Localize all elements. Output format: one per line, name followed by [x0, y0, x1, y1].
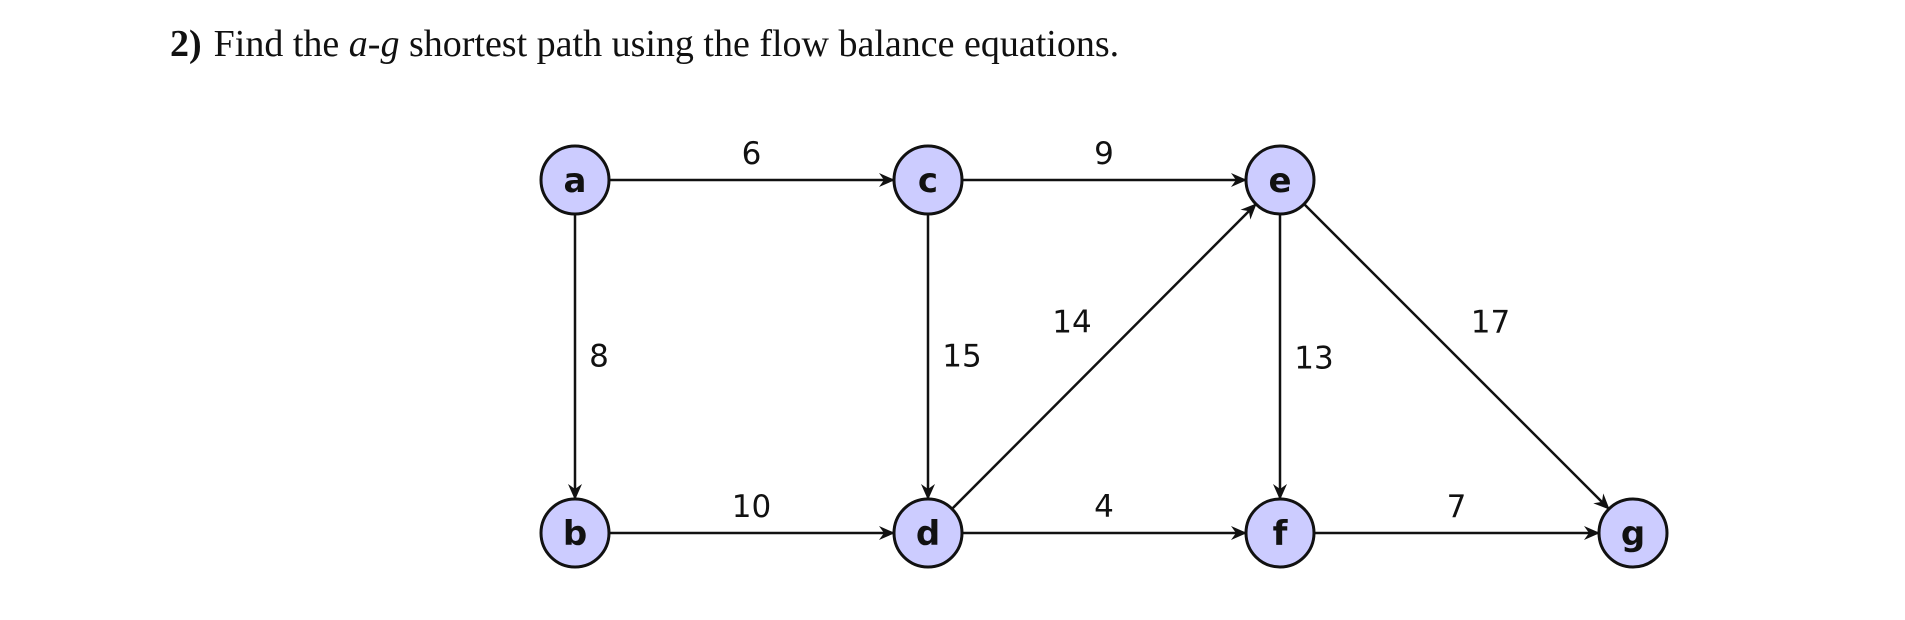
node-e: e	[1244, 144, 1316, 216]
node-circle-a	[539, 144, 611, 216]
edge-weight-d-e: 14	[1052, 305, 1091, 341]
node-a: a	[539, 144, 611, 216]
node-circle-b	[539, 497, 611, 569]
var-a: a	[348, 23, 368, 65]
node-circle-f	[1244, 497, 1316, 569]
edge-weight-e-g: 17	[1471, 305, 1510, 341]
node-label-a: a	[564, 161, 587, 201]
problem-text-after: shortest path using the flow balance equ…	[399, 23, 1120, 65]
edge-weight-a-b: 8	[589, 339, 609, 375]
problem-number: 2)	[170, 23, 202, 65]
node-f: f	[1244, 497, 1316, 569]
edge-weight-c-d: 15	[942, 339, 981, 375]
node-g: g	[1597, 497, 1669, 569]
edge-weight-c-e: 9	[1094, 136, 1114, 172]
node-circle-g	[1597, 497, 1669, 569]
node-d: d	[892, 497, 964, 569]
node-c: c	[892, 144, 964, 216]
node-circle-e	[1244, 144, 1316, 216]
edge-d-e	[951, 203, 1257, 510]
node-label-b: b	[563, 514, 587, 554]
problem-statement: 2) Find the a-g shortest path using the f…	[170, 22, 1119, 66]
node-label-c: c	[918, 161, 938, 201]
dash: -	[367, 23, 381, 65]
problem-text-before: Find the	[213, 23, 349, 65]
edge-weight-b-d: 10	[732, 489, 771, 525]
var-g: g	[380, 23, 400, 65]
edge-weight-d-f: 4	[1094, 489, 1114, 525]
node-circle-d	[892, 497, 964, 569]
node-circle-c	[892, 144, 964, 216]
node-label-d: d	[916, 514, 940, 554]
node-label-g: g	[1621, 514, 1645, 554]
node-label-f: f	[1273, 514, 1289, 554]
edge-weight-a-c: 6	[742, 136, 762, 172]
node-label-e: e	[1268, 161, 1291, 201]
edge-e-g	[1303, 203, 1610, 510]
edge-weight-f-g: 7	[1447, 489, 1467, 525]
edges-layer: 6 8 9 15 10 14 4 13 17 7	[568, 136, 1610, 540]
node-b: b	[539, 497, 611, 569]
nodes-layer: a b c d e f g	[539, 144, 1669, 569]
edge-weight-e-f: 13	[1294, 341, 1333, 377]
